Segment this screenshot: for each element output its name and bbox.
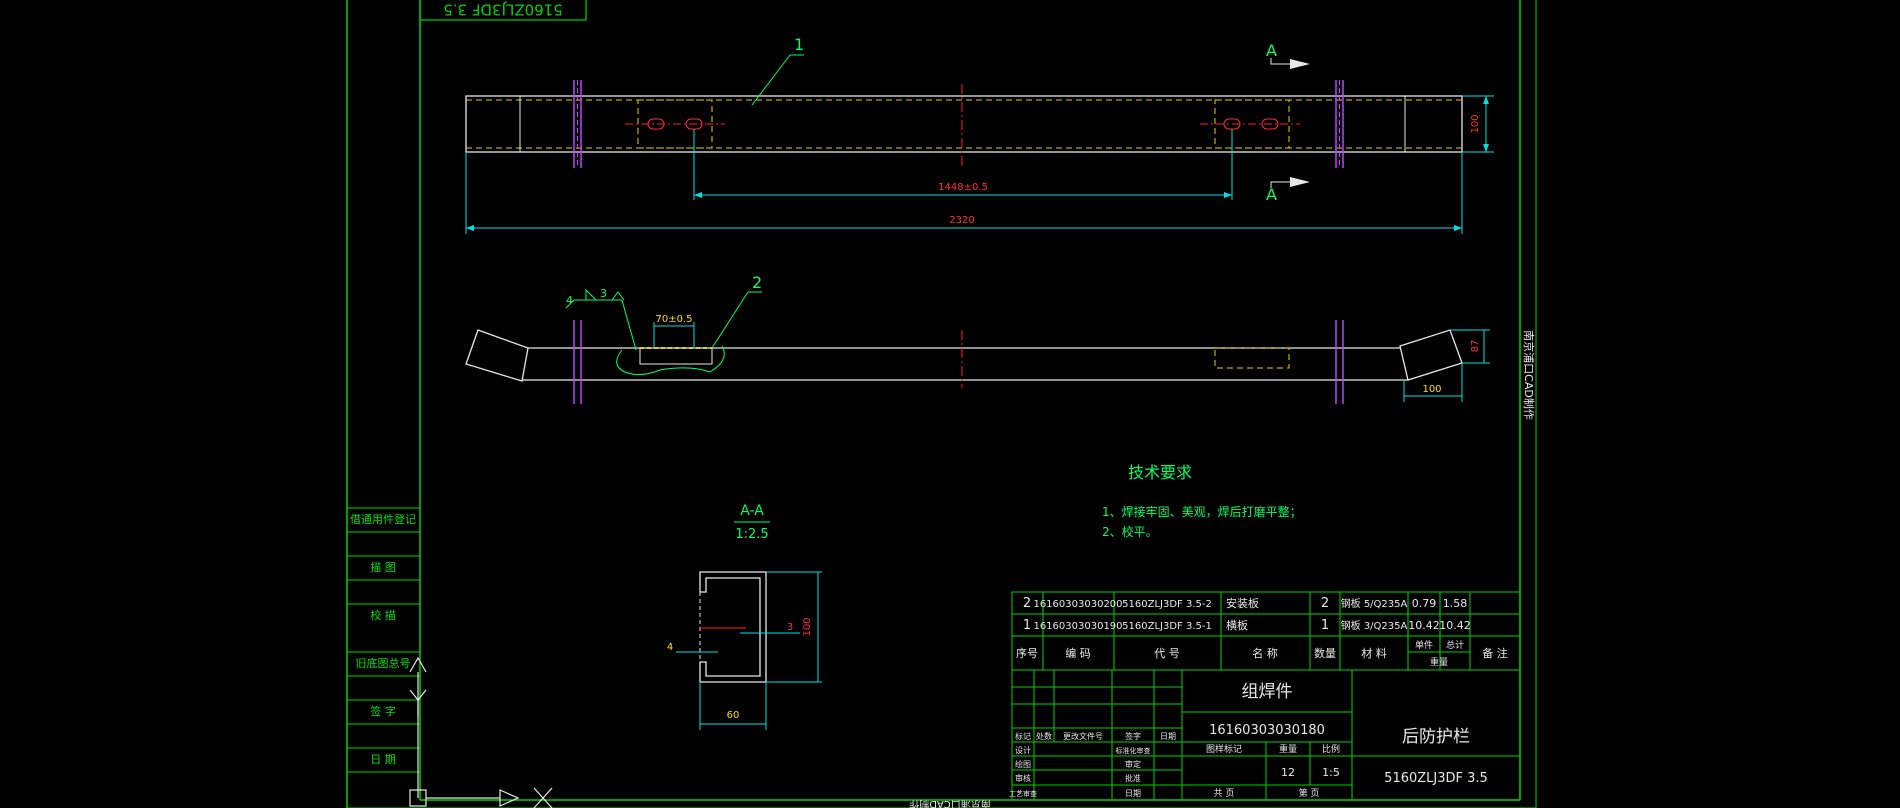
tb-sheet-label: 第 页 bbox=[1299, 787, 1320, 799]
tb-draw-label: 绘图 bbox=[1015, 759, 1031, 769]
dim-hole-spacing: 1448±0.5 bbox=[938, 182, 988, 193]
strip-label-6: 日 期 bbox=[370, 753, 396, 766]
weld-size-1: 4 bbox=[566, 294, 573, 307]
strip-label-2: 描 图 bbox=[370, 560, 396, 574]
tb-process-label: 工艺审查 bbox=[1009, 789, 1037, 798]
bom-h-remark: 备 注 bbox=[1482, 646, 1508, 660]
bom-text: 2 16160303030200 5160ZLJ3DF 3.5-2 安装板 2 … bbox=[1016, 596, 1508, 668]
bom-r1-qty: 2 bbox=[1321, 596, 1329, 611]
tb-weight: 12 bbox=[1281, 766, 1295, 779]
tb-changedoc-label: 更改文件号 bbox=[1063, 731, 1103, 741]
bom-r1-mat: 钢板 5/Q235A bbox=[1341, 597, 1408, 610]
section-view: A-A 1:2.5 100 60 4 3 bbox=[667, 503, 822, 730]
title-block-text: 组焊件 16160303030180 后防护栏 5160ZLJ3DF 3.5 1… bbox=[1009, 682, 1488, 799]
left-strip: 借通用件登记 描 图 校 描 旧底图总号 签 字 日 期 bbox=[347, 507, 420, 773]
bom-r1-name: 安装板 bbox=[1226, 596, 1259, 610]
title-block bbox=[1011, 591, 1521, 801]
section-mark-top: A bbox=[1266, 41, 1277, 60]
tb-std-label: 标准化审查 bbox=[1116, 746, 1151, 755]
front-view: 4 3 2 70±0.5 100 87 bbox=[465, 273, 1490, 404]
tb-sign-label: 签字 bbox=[1125, 731, 1141, 741]
bom-r2-total: 10.42 bbox=[1439, 619, 1471, 632]
ucs-icon bbox=[409, 656, 553, 808]
bom-h-ref: 代 号 bbox=[1154, 647, 1180, 660]
tb-scale-label: 比例 bbox=[1322, 743, 1340, 755]
tb-review-label: 审定 bbox=[1125, 759, 1141, 769]
balloon-1: 1 bbox=[794, 35, 804, 54]
tb-design-label: 设计 bbox=[1015, 745, 1031, 755]
tb-code: 16160303030180 bbox=[1209, 723, 1325, 738]
strip-label-3: 校 描 bbox=[370, 608, 396, 622]
balloon-2: 2 bbox=[752, 273, 762, 292]
section-dim-width: 60 bbox=[727, 710, 740, 721]
section-dim-inner: 3 bbox=[787, 622, 793, 633]
strip-label-1: 借通用件登记 bbox=[350, 512, 416, 526]
bom-h-qty: 数量 bbox=[1314, 647, 1336, 660]
dim-top-height: 100 bbox=[1470, 114, 1481, 133]
weld-size-2: 3 bbox=[600, 287, 607, 300]
section-dim-wall: 4 bbox=[667, 642, 673, 653]
bom-h-unit: 单件 bbox=[1415, 639, 1433, 651]
bom-r2-mat: 钢板 3/Q235A bbox=[1341, 619, 1408, 632]
bom-h-total: 总计 bbox=[1446, 639, 1464, 651]
dim-slot: 70±0.5 bbox=[655, 314, 692, 325]
section-scale: 1:2.5 bbox=[735, 527, 768, 542]
side-note: 南京浦口CAD制作 bbox=[1522, 330, 1536, 420]
dim-end-height: 87 bbox=[1470, 340, 1481, 353]
tech-line-1: 1、焊接牢固、美观，焊后打磨平整； bbox=[1102, 504, 1302, 519]
top-box-text: 5160ZLJ3DF 3.5 bbox=[443, 1, 563, 19]
bom-r1-ref: 5160ZLJ3DF 3.5-2 bbox=[1122, 599, 1212, 610]
tb-date-label: 日期 bbox=[1160, 732, 1176, 741]
dim-overall-length: 2320 bbox=[949, 215, 974, 226]
bom-h-no: 序号 bbox=[1016, 646, 1038, 660]
top-view: 1 A A 100 1448±0.5 2320 bbox=[465, 35, 1494, 234]
bom-r2-code: 16160303030190 bbox=[1033, 621, 1122, 632]
section-dim-height: 100 bbox=[802, 617, 813, 636]
bom-h-mat: 材 料 bbox=[1361, 646, 1387, 660]
tech-title: 技术要求 bbox=[1128, 463, 1192, 482]
section-mark-bottom: A bbox=[1266, 185, 1277, 204]
tech-line-2: 2、校平。 bbox=[1102, 524, 1158, 539]
tb-check-label: 审核 bbox=[1015, 773, 1031, 783]
section-title: A-A bbox=[740, 503, 764, 519]
bom-r1-code: 16160303030200 bbox=[1033, 599, 1122, 610]
strip-label-5: 签 字 bbox=[370, 704, 396, 718]
bom-r1-no: 2 bbox=[1023, 596, 1031, 611]
strip-label-4: 旧底图总号 bbox=[356, 656, 411, 670]
bom-r2-ref: 5160ZLJ3DF 3.5-1 bbox=[1122, 621, 1212, 632]
dim-end-length: 100 bbox=[1422, 384, 1441, 395]
tb-total-label: 共 页 bbox=[1214, 788, 1235, 799]
tb-weight-label: 重量 bbox=[1279, 743, 1297, 755]
tb-approve-date-label: 日期 bbox=[1125, 789, 1141, 798]
bom-r1-total: 1.58 bbox=[1443, 597, 1468, 610]
bom-r2-no: 1 bbox=[1023, 618, 1031, 633]
drawing-frame bbox=[346, 0, 1537, 808]
tb-part-type: 组焊件 bbox=[1242, 682, 1293, 702]
tech-notes: 技术要求 1、焊接牢固、美观，焊后打磨平整； 2、校平。 bbox=[1102, 463, 1302, 539]
bom-r2-name: 横板 bbox=[1226, 618, 1248, 632]
tb-name: 后防护栏 bbox=[1402, 727, 1470, 747]
bom-h-weight: 重量 bbox=[1430, 656, 1448, 668]
tb-scale: 1:5 bbox=[1322, 766, 1340, 779]
bottom-note: 南京浦口CAD制作 bbox=[909, 798, 991, 808]
tb-mark-label: 标记 bbox=[1015, 731, 1031, 741]
bom-h-name: 名 称 bbox=[1252, 646, 1278, 660]
tb-drawing-no: 5160ZLJ3DF 3.5 bbox=[1384, 771, 1488, 786]
bom-r2-qty: 1 bbox=[1321, 618, 1329, 633]
tb-count-label: 处数 bbox=[1036, 731, 1052, 741]
tb-approve-label: 批准 bbox=[1125, 773, 1141, 783]
top-title-box: 5160ZLJ3DF 3.5 bbox=[419, 0, 587, 21]
tb-stage-label: 图样标记 bbox=[1206, 743, 1242, 755]
bom-r1-unit: 0.79 bbox=[1412, 597, 1437, 610]
bom-r2-unit: 10.42 bbox=[1408, 619, 1440, 632]
bom-h-code: 编 码 bbox=[1065, 646, 1091, 660]
